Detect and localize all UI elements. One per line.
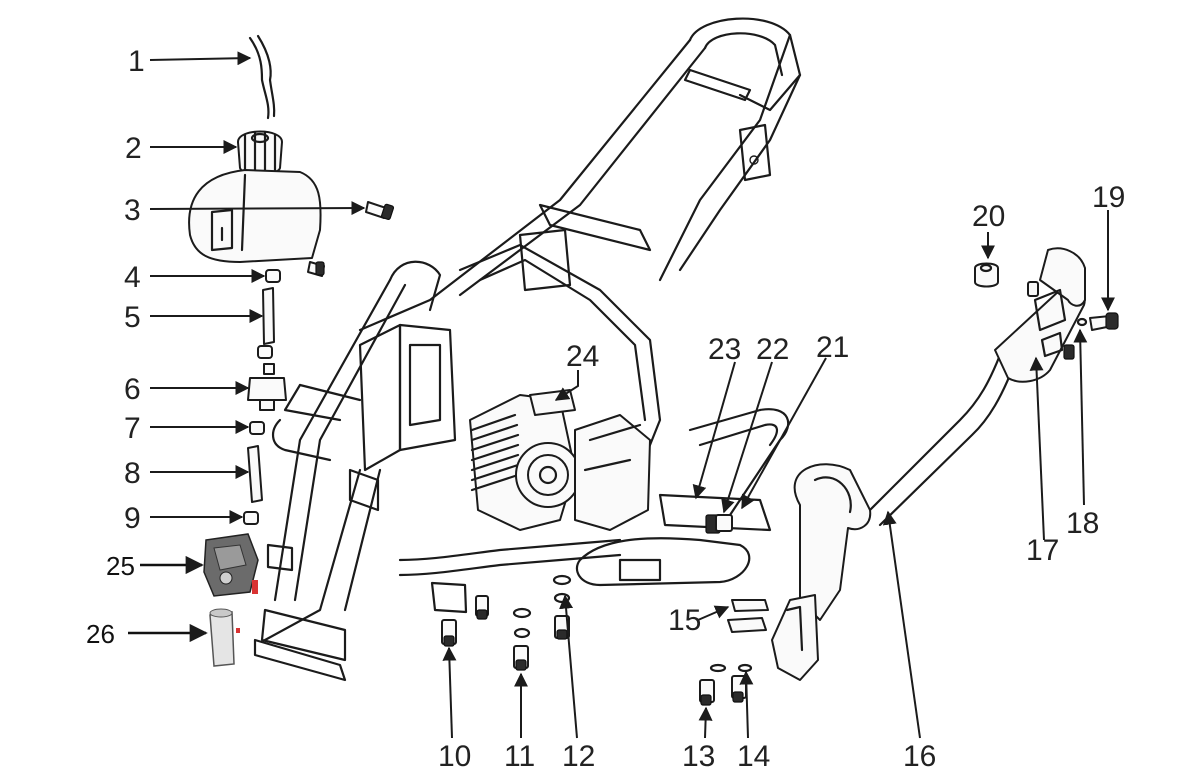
callout-24: 24 [566,340,599,373]
bolt-part-11 [512,607,532,671]
callout-19: 19 [1092,181,1125,214]
muffler [994,247,1086,383]
fuel-valve-part-25 [203,533,259,597]
callout-26: 26 [86,619,115,649]
inline-filter-part-26 [209,608,240,667]
bolt-part-14 [731,663,753,703]
flange-gasket-part-15 [727,599,769,633]
callout-15: 15 [668,604,701,637]
engine [469,389,651,531]
fuel-tank [188,169,322,263]
callout-5: 5 [124,301,141,334]
callout-11: 11 [504,740,535,773]
fuel-hose-part-8 [247,445,263,503]
callout-25: 25 [106,551,135,581]
callout-10: 10 [438,740,471,773]
bolt-part-10 [441,619,457,647]
spacer-part-20 [974,262,999,288]
frame-assembly [253,17,802,682]
bolt-part-13 [699,663,727,706]
callout-18: 18 [1066,507,1099,540]
callout-4: 4 [124,261,141,294]
callout-22: 22 [756,333,789,366]
hose-clamp-part-4 [265,269,281,283]
callout-13: 13 [682,740,715,773]
callout-labels: 1 2 3 4 5 6 7 8 9 25 26 10 11 12 13 14 1… [86,45,1125,773]
callout-6: 6 [124,373,141,406]
fuel-filter-part-6 [247,363,287,411]
fuel-hose-part-1 [248,36,270,120]
callout-9: 9 [124,502,141,535]
callout-21: 21 [816,331,849,364]
callout-2: 2 [125,132,142,165]
tank-mounting-bolt-upper [365,201,395,220]
washer-part-18 [1076,317,1088,327]
callout-8: 8 [124,457,141,490]
callout-23: 23 [708,333,741,366]
exhaust-pipe-part-16 [771,353,1014,681]
cylinder-fins [470,413,520,492]
bolt-near-frame [475,595,489,620]
callout-12: 12 [562,740,595,773]
bolt-part-19 [1089,312,1119,331]
callout-20: 20 [972,200,1005,233]
hose-clamp-part-9 [243,511,259,525]
tank-mounting-bolt-lower [307,261,325,277]
rear-bracket-bolt-part-23 [705,514,733,534]
bolt-part-17 [1063,344,1075,360]
hose-clamp-part-7 [249,421,265,435]
callout-3: 3 [124,194,141,227]
fuel-cap-part-2 [237,130,283,175]
callout-16: 16 [903,740,936,773]
callout-14: 14 [737,740,770,773]
callout-17: 17 [1026,534,1059,567]
leader-lines [128,51,1115,739]
fuel-hose-part-5 [262,287,275,345]
callout-1: 1 [128,45,145,78]
callout-7: 7 [124,412,141,445]
